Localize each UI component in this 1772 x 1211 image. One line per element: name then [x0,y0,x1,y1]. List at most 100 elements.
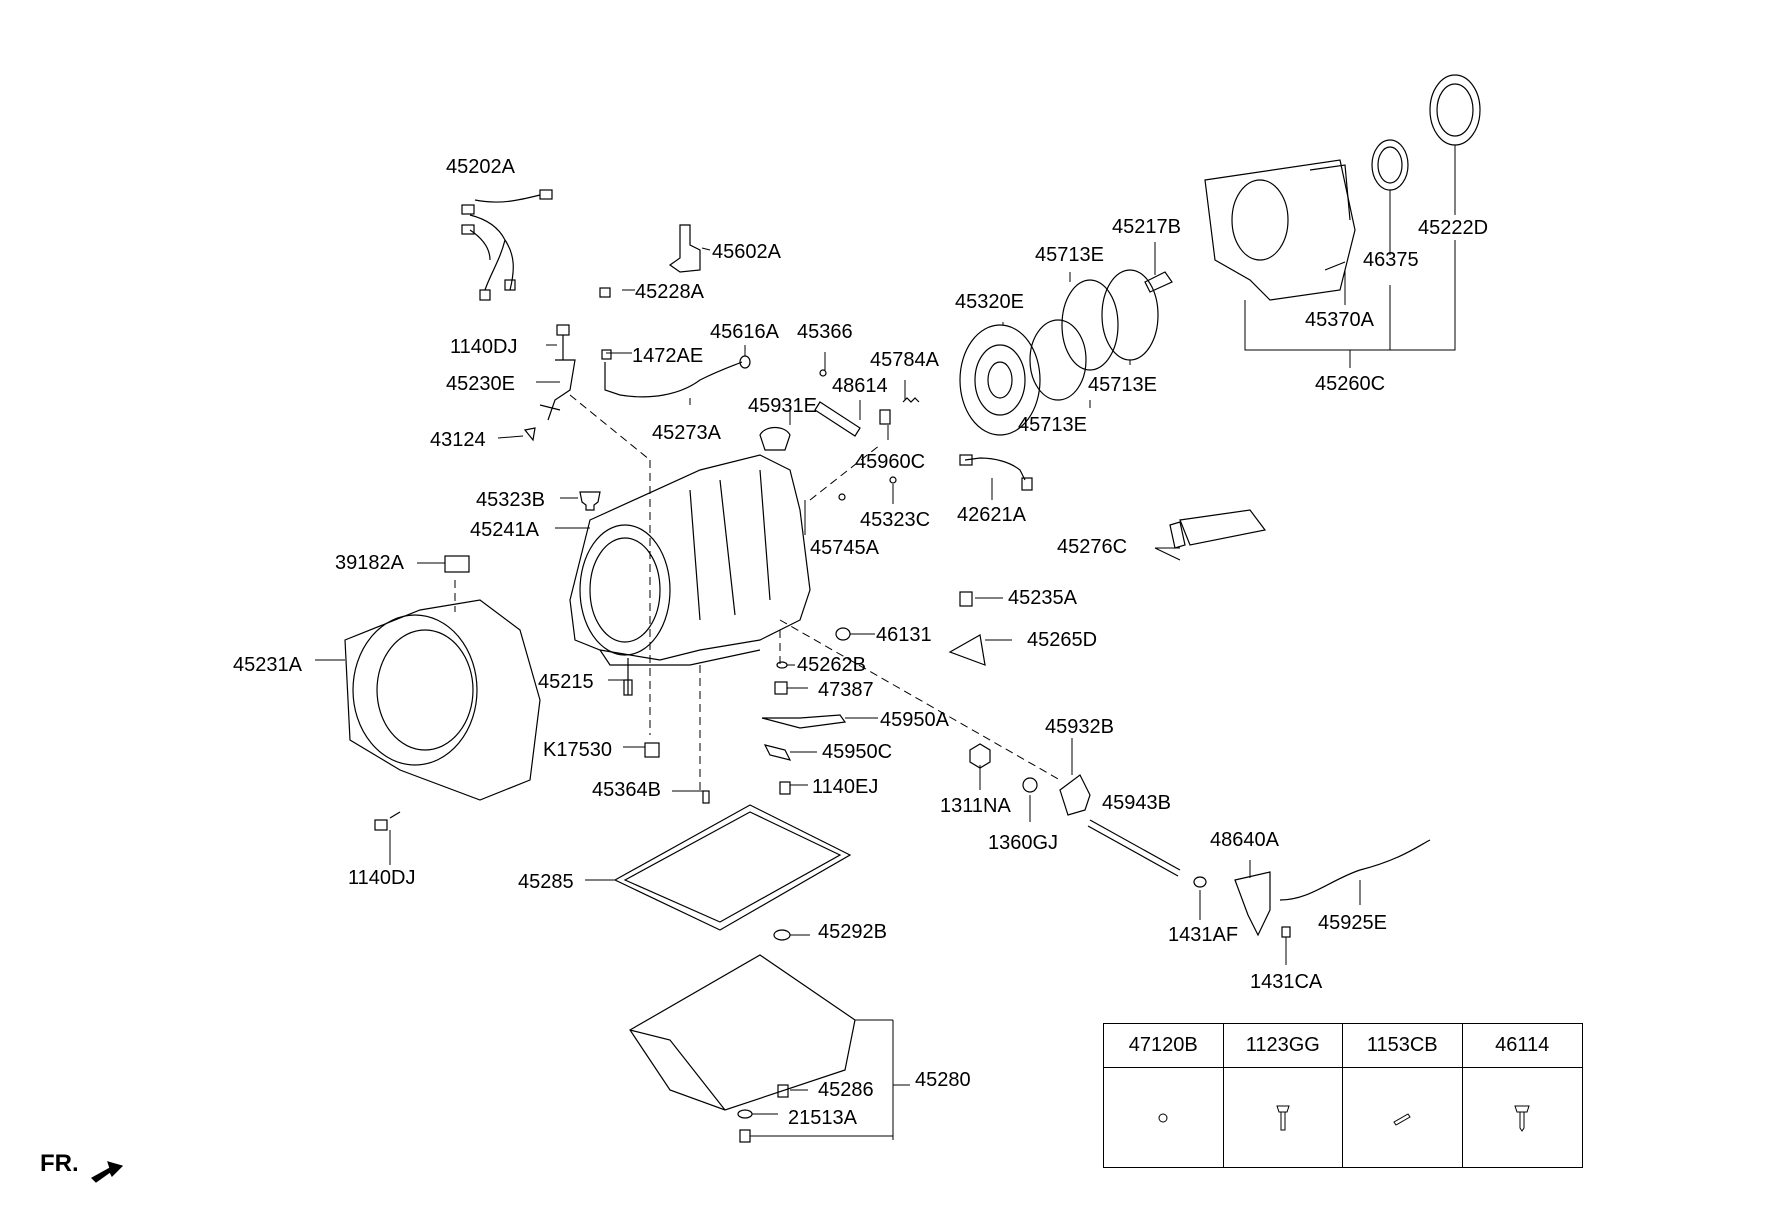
part-label: 45217B [1112,216,1181,238]
bracket-part [948,634,986,666]
gasket-part [613,804,852,931]
bolt-part [779,781,791,795]
plug-part [773,929,791,941]
part-label: 45932B [1045,716,1114,738]
part-label: 45228A [635,281,704,303]
nut-part [969,743,991,769]
part-label: 45784A [870,349,939,371]
part-label: 46375 [1363,249,1419,271]
sensor-part [444,555,470,573]
part-label: 39182A [335,552,404,574]
bolt-part [959,591,973,607]
spring-part [902,397,920,403]
part-label: 45713E [1035,244,1104,266]
part-label: 45276C [1057,536,1128,558]
clip-part [763,744,792,761]
part-label: 45616A [710,321,779,343]
bolt-icon [1276,1105,1290,1130]
bolt-part [777,1084,789,1098]
legend-header: 1153CB [1343,1024,1463,1068]
plug-part [644,742,660,758]
part-label: 47387 [818,679,874,701]
part-label: 45713E [1088,374,1157,396]
legend-table: 47120B 1123GG 1153CB 46114 [1103,1023,1583,1168]
front-arrow-icon [91,1161,124,1183]
part-label: 45960C [855,451,926,473]
legend-header: 1123GG [1223,1024,1343,1068]
part-label: 45265D [1027,629,1098,651]
bolt-part [556,324,570,360]
part-label: 45366 [797,321,853,343]
part-label: 45292B [818,921,887,943]
clip-part [523,427,536,442]
clip-part [1281,926,1291,938]
front-direction-label: FR. [40,1150,79,1177]
part-label: 45202A [446,156,515,178]
part-label: 45950C [822,741,893,763]
part-label: 1140DJ [348,867,416,889]
ball-part [889,476,897,484]
washer-part [737,1109,753,1119]
lever-part [814,401,861,437]
plug-part [601,349,612,360]
part-label: K17530 [543,739,612,761]
ring-part [1101,269,1159,361]
part-label: 1140EJ [812,776,879,798]
ball-icon [1158,1113,1168,1122]
part-label: 45745A [810,537,879,559]
part-label: 45602A [712,241,781,263]
clip-part [1193,876,1207,888]
pin-part [702,790,710,804]
pin-icon [1393,1112,1411,1126]
extension-housing-part [1204,159,1356,301]
part-label: 45713E [1018,414,1087,436]
pin-part [879,409,891,425]
shaft-part [1089,819,1181,871]
cable-part [1279,839,1431,901]
part-label: 45260C [1315,373,1386,395]
part-label: 45262B [797,654,866,676]
plug-part [599,287,611,298]
part-label: 45286 [818,1079,874,1101]
part-label: 45323C [860,509,931,531]
bracket-part [668,224,701,273]
ball-part [819,369,827,377]
washer-part [1022,777,1038,793]
part-label: 45215 [538,671,594,693]
part-label: 48640A [1210,829,1279,851]
tube-part [604,361,743,398]
transmission-case-part [569,454,811,666]
part-label: 45950A [880,709,949,731]
part-label: 45222D [1418,217,1489,239]
part-label: 45273A [652,422,721,444]
legend-cell [1224,1068,1343,1167]
bolt-part [623,658,633,696]
part-label: 1431CA [1250,971,1323,993]
bolt-part [739,1129,751,1143]
bracket-part [539,359,576,421]
part-label: 1311NA [940,795,1011,817]
ball-part [838,493,846,501]
bolt-part [1324,261,1346,271]
part-label: 45280 [915,1069,971,1091]
bracket-part [1234,871,1271,937]
legend-cell [1343,1068,1463,1167]
wiring-harness-part [461,189,553,301]
part-label: 48614 [832,375,888,397]
clip-part [759,426,791,451]
oring-part [776,661,788,669]
bell-housing-part [344,599,541,801]
harness-part [964,457,1026,481]
part-label: 45943B [1102,792,1171,814]
part-label: 21513A [788,1107,857,1129]
part-label: 45925E [1318,912,1387,934]
ring-part [1061,279,1119,371]
plug-part [774,681,788,695]
oil-pan-part [629,954,856,1111]
part-label: 45364B [592,779,661,801]
dashed-assembly-lines [454,394,1061,790]
lever-part [1059,774,1091,816]
part-label: 1431AF [1168,924,1239,946]
part-label: 45285 [518,871,574,893]
